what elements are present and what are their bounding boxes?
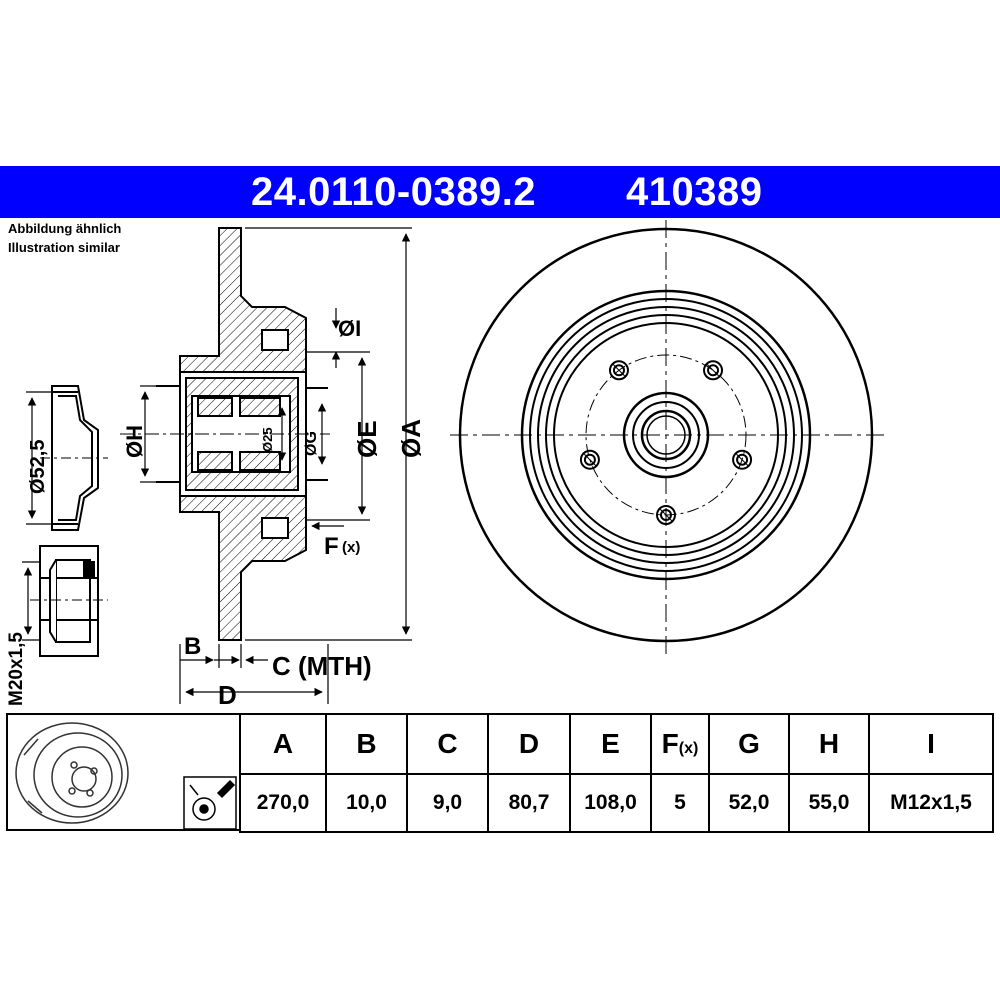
label-dia-G: ØG [303, 431, 320, 456]
label-dia-H: ØH [122, 425, 147, 458]
note-english: Illustration similar [8, 240, 120, 255]
spec-table: A B C D E F(x) G H I 270,0 10,0 9,0 80,7… [239, 713, 994, 833]
value-H: 55,0 [788, 773, 870, 833]
header-A: A [239, 713, 327, 775]
thumbnail-panel [6, 713, 239, 831]
stud-hole-inner [707, 364, 720, 377]
stud-hole-mark [582, 452, 598, 468]
value-C: 9,0 [406, 773, 489, 833]
value-I: M12x1,5 [868, 773, 994, 833]
header-E: E [569, 713, 652, 775]
label-dia-I: ØI [338, 316, 361, 341]
label-dia-E: ØE [352, 420, 382, 458]
reference-number: 410389 [626, 170, 763, 214]
label-dia-52: Ø52,5 [27, 440, 49, 494]
disc-cross-section [156, 227, 328, 641]
value-D: 80,7 [487, 773, 571, 833]
torque-icon [183, 776, 237, 830]
label-dia-A: ØA [396, 419, 426, 458]
value-G: 52,0 [708, 773, 790, 833]
value-F: 5 [650, 773, 710, 833]
label-D: D [218, 680, 237, 710]
label-C: C (MTH) [272, 651, 372, 681]
axle-nut [39, 545, 99, 657]
stud-hole-inner [736, 453, 749, 466]
header-F: F(x) [650, 713, 710, 775]
stud-hole-inner [583, 453, 596, 466]
part-number: 24.0110-0389.2 [251, 170, 537, 214]
stud-hole [608, 360, 629, 381]
stud-hole [703, 360, 724, 381]
stud-hole-mark [734, 452, 750, 468]
disc-thumbnail [15, 722, 237, 830]
stud-hole-inner [612, 364, 625, 377]
label-B: B [184, 633, 201, 660]
label-thread: M20x1,5 [6, 632, 27, 706]
header-I: I [868, 713, 994, 775]
value-B: 10,0 [325, 773, 408, 833]
header-H: H [788, 713, 870, 775]
header-D: D [487, 713, 571, 775]
header-F-letter: F [661, 728, 679, 759]
stud-hole-mark [705, 362, 721, 378]
stud-hole-mark [611, 362, 627, 378]
note-german: Abbildung ähnlich [8, 221, 122, 236]
label-dia-25: Ø25 [260, 427, 275, 452]
header-C: C [406, 713, 489, 775]
stud-hole [579, 449, 600, 470]
stud-hole [732, 449, 753, 470]
label-F-x: (x) [342, 539, 360, 556]
value-E: 108,0 [569, 773, 652, 833]
header-F-suffix: (x) [678, 740, 699, 757]
technical-drawing: ØI ØH Ø25 ØG ØE ØA F (x) B C (MTH) D Ø52… [6, 220, 886, 710]
value-A: 270,0 [239, 773, 327, 833]
header-G: G [708, 713, 790, 775]
header-B: B [325, 713, 408, 775]
header-bar: 24.0110-0389.2 410389 [0, 166, 1000, 218]
label-F: F [324, 533, 339, 560]
